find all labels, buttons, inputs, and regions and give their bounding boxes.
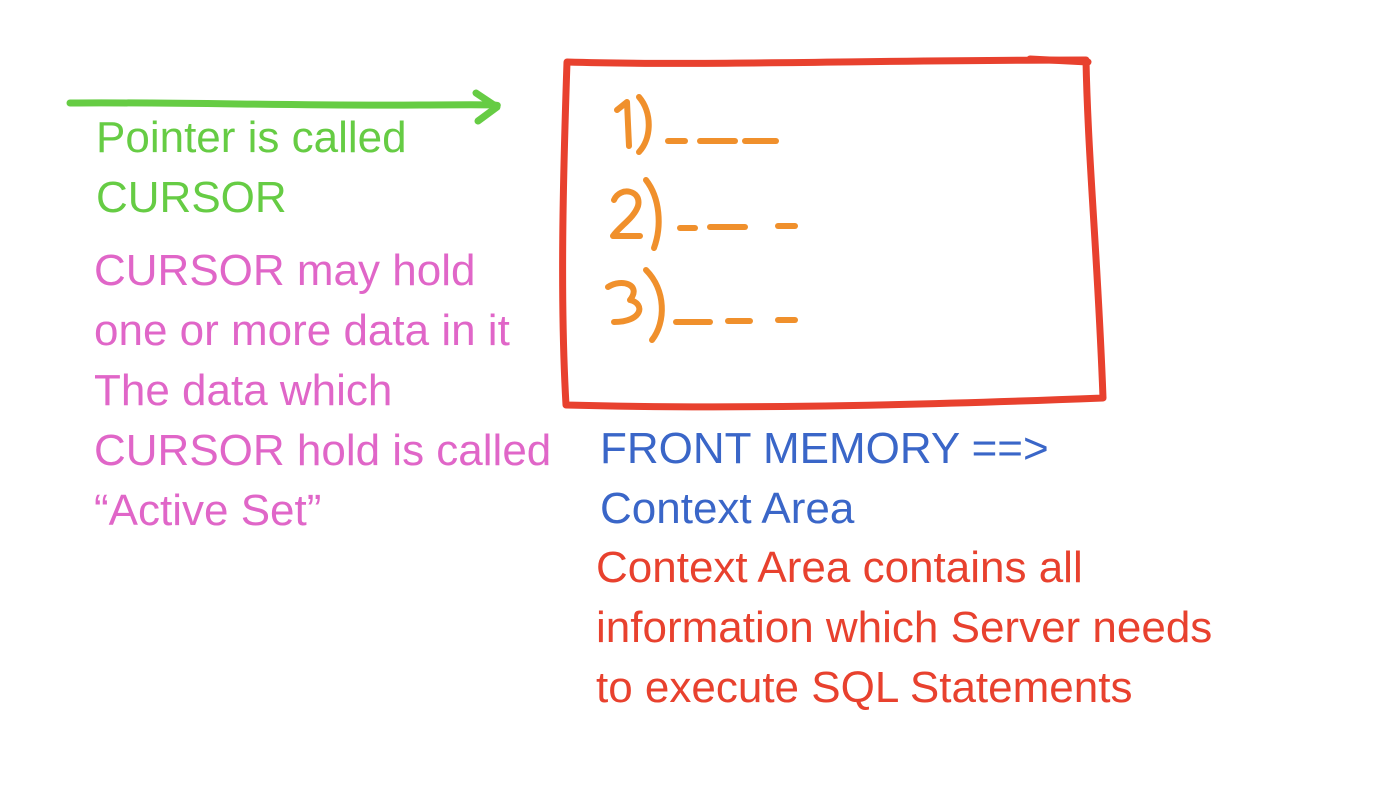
item-3-number-mark xyxy=(605,280,643,325)
item-1-paren-mark xyxy=(636,94,652,155)
cursor-note-line-5: “Active Set” xyxy=(94,486,322,535)
pointer-note-line-1: Pointer is called xyxy=(96,113,407,162)
pointer-note-line-2: CURSOR xyxy=(96,173,287,222)
item-3-paren-mark xyxy=(643,267,665,343)
context-area-note: Context Area contains all information wh… xyxy=(596,538,1212,718)
pointer-arrow-head xyxy=(472,89,501,125)
front-memory-note: FRONT MEMORY ==> Context Area xyxy=(600,419,1049,539)
context-area-note-line-1: Context Area contains all xyxy=(596,543,1083,592)
context-area-note-line-3: to execute SQL Statements xyxy=(596,663,1133,712)
cursor-note-line-4: CURSOR hold is called xyxy=(94,426,552,475)
front-memory-note-line-2: Context Area xyxy=(600,484,855,533)
cursor-note-line-1: CURSOR may hold xyxy=(94,246,476,295)
memory-box-outline xyxy=(559,56,1107,411)
item-2-number-mark xyxy=(610,188,643,239)
pointer-arrow xyxy=(66,89,501,125)
memory-box-overlap xyxy=(1026,55,1092,66)
cursor-note-line-3: The data which xyxy=(94,366,393,415)
item-1-number-mark xyxy=(614,99,632,149)
cursor-note: CURSOR may hold one or more data in it T… xyxy=(94,241,551,541)
memory-box xyxy=(559,55,1107,411)
item-2-paren-mark xyxy=(643,177,662,251)
context-area-note-line-2: information which Server needs xyxy=(596,603,1213,652)
cursor-note-line-2: one or more data in it xyxy=(94,306,510,355)
pointer-note: Pointer is called CURSOR xyxy=(96,108,407,228)
pointer-arrow-shaft xyxy=(66,99,501,111)
front-memory-note-line-1: FRONT MEMORY ==> xyxy=(600,424,1049,473)
memory-item-markers xyxy=(605,94,798,343)
